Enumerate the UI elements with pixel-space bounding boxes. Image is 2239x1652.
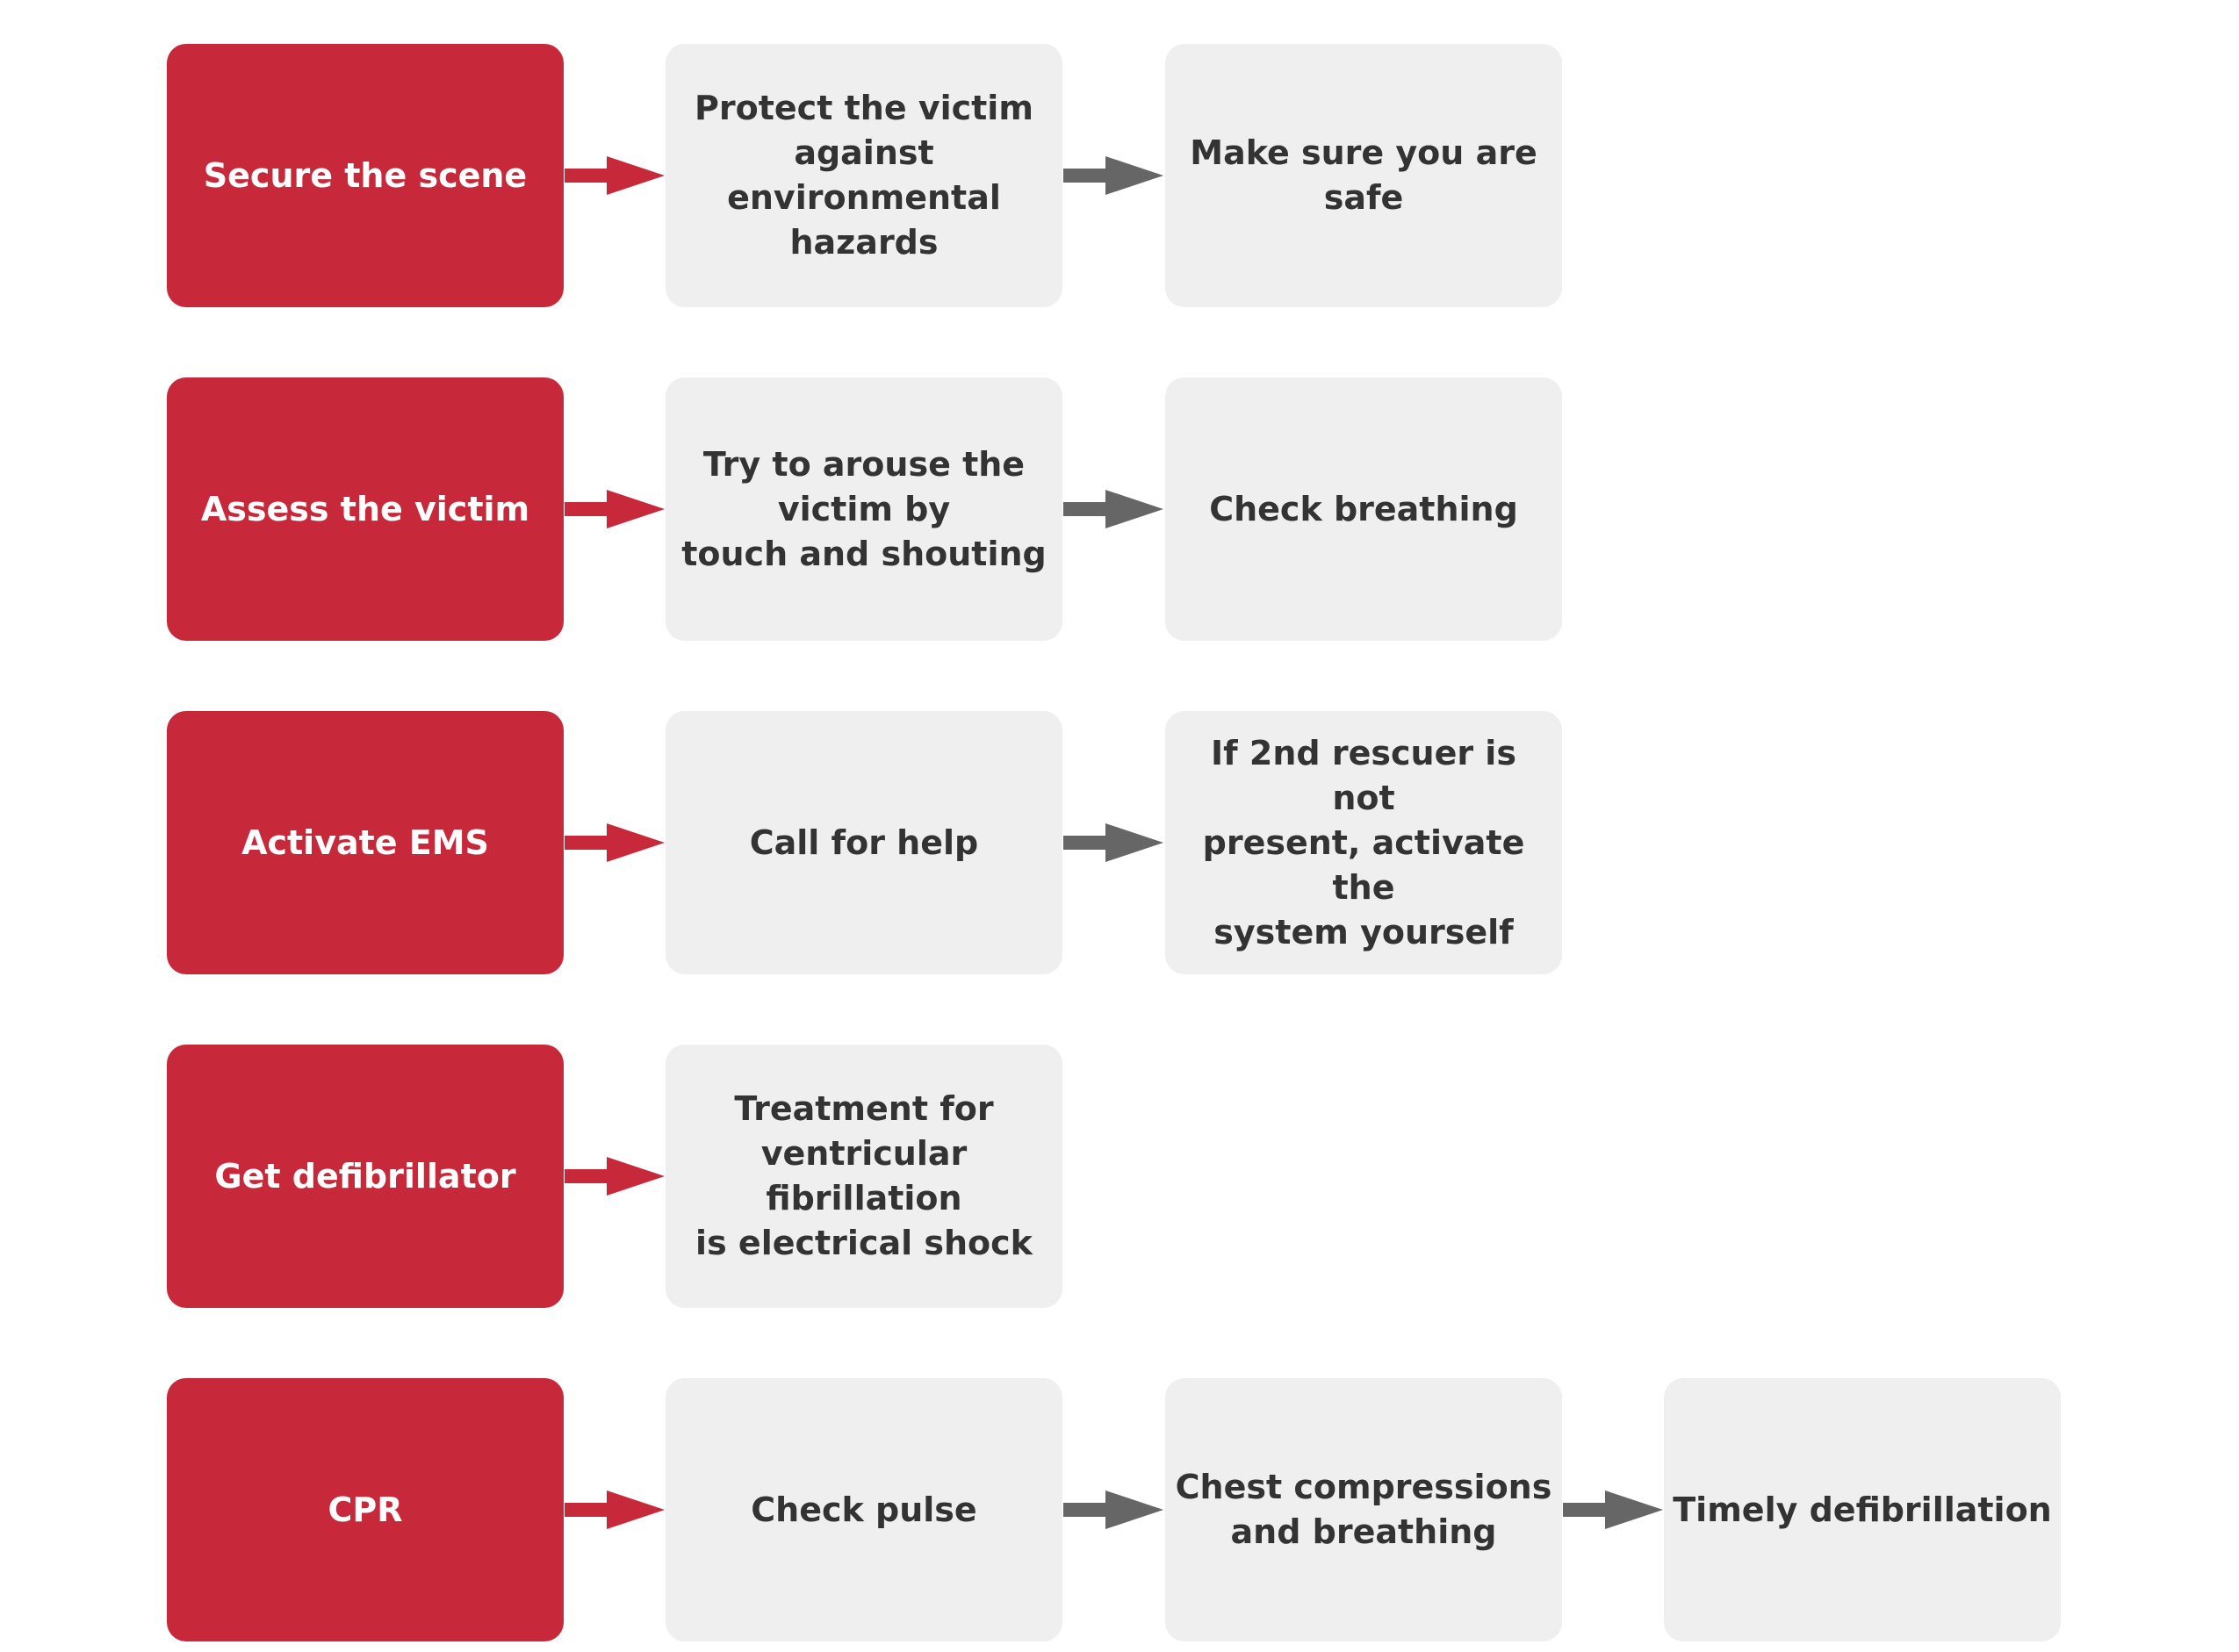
arrow-step: [1063, 490, 1163, 528]
step-box: Treatment for ventricular fibrillation i…: [666, 1045, 1062, 1308]
step-box: If 2nd rescuer is not present, activate …: [1165, 711, 1562, 974]
main-box-get-defibrillator: Get defibrillator: [167, 1045, 564, 1308]
step-box: Make sure you are safe: [1165, 44, 1562, 307]
step-box: Check breathing: [1165, 377, 1562, 641]
row-get-defibrillator: Get defibrillator Treatment for ventricu…: [0, 1045, 2239, 1308]
row-cpr: CPR Check pulse Chest compressions and b…: [0, 1378, 2239, 1641]
step-box: Check pulse: [666, 1378, 1062, 1641]
main-box-activate-ems: Activate EMS: [167, 711, 564, 974]
step-box: Try to arouse the victim by touch and sh…: [666, 377, 1062, 641]
main-box-cpr: CPR: [167, 1378, 564, 1641]
arrow-primary: [565, 156, 665, 195]
row-assess-victim: Assess the victim Try to arouse the vict…: [0, 377, 2239, 641]
step-box: Timely defibrillation: [1664, 1378, 2061, 1641]
step-box: Protect the victim against environmental…: [666, 44, 1062, 307]
step-box: Call for help: [666, 711, 1062, 974]
step-box: Chest compressions and breathing: [1165, 1378, 1562, 1641]
main-box-assess-victim: Assess the victim: [167, 377, 564, 641]
main-box-secure-scene: Secure the scene: [167, 44, 564, 307]
arrow-primary: [565, 1157, 665, 1196]
arrow-step: [1063, 156, 1163, 195]
arrow-step: [1063, 1490, 1163, 1529]
row-activate-ems: Activate EMS Call for help If 2nd rescue…: [0, 711, 2239, 974]
arrow-primary: [565, 823, 665, 862]
arrow-step: [1563, 1490, 1663, 1529]
arrow-primary: [565, 1490, 665, 1529]
row-secure-scene: Secure the scene Protect the victim agai…: [0, 44, 2239, 307]
arrow-primary: [565, 490, 665, 528]
arrow-step: [1063, 823, 1163, 862]
